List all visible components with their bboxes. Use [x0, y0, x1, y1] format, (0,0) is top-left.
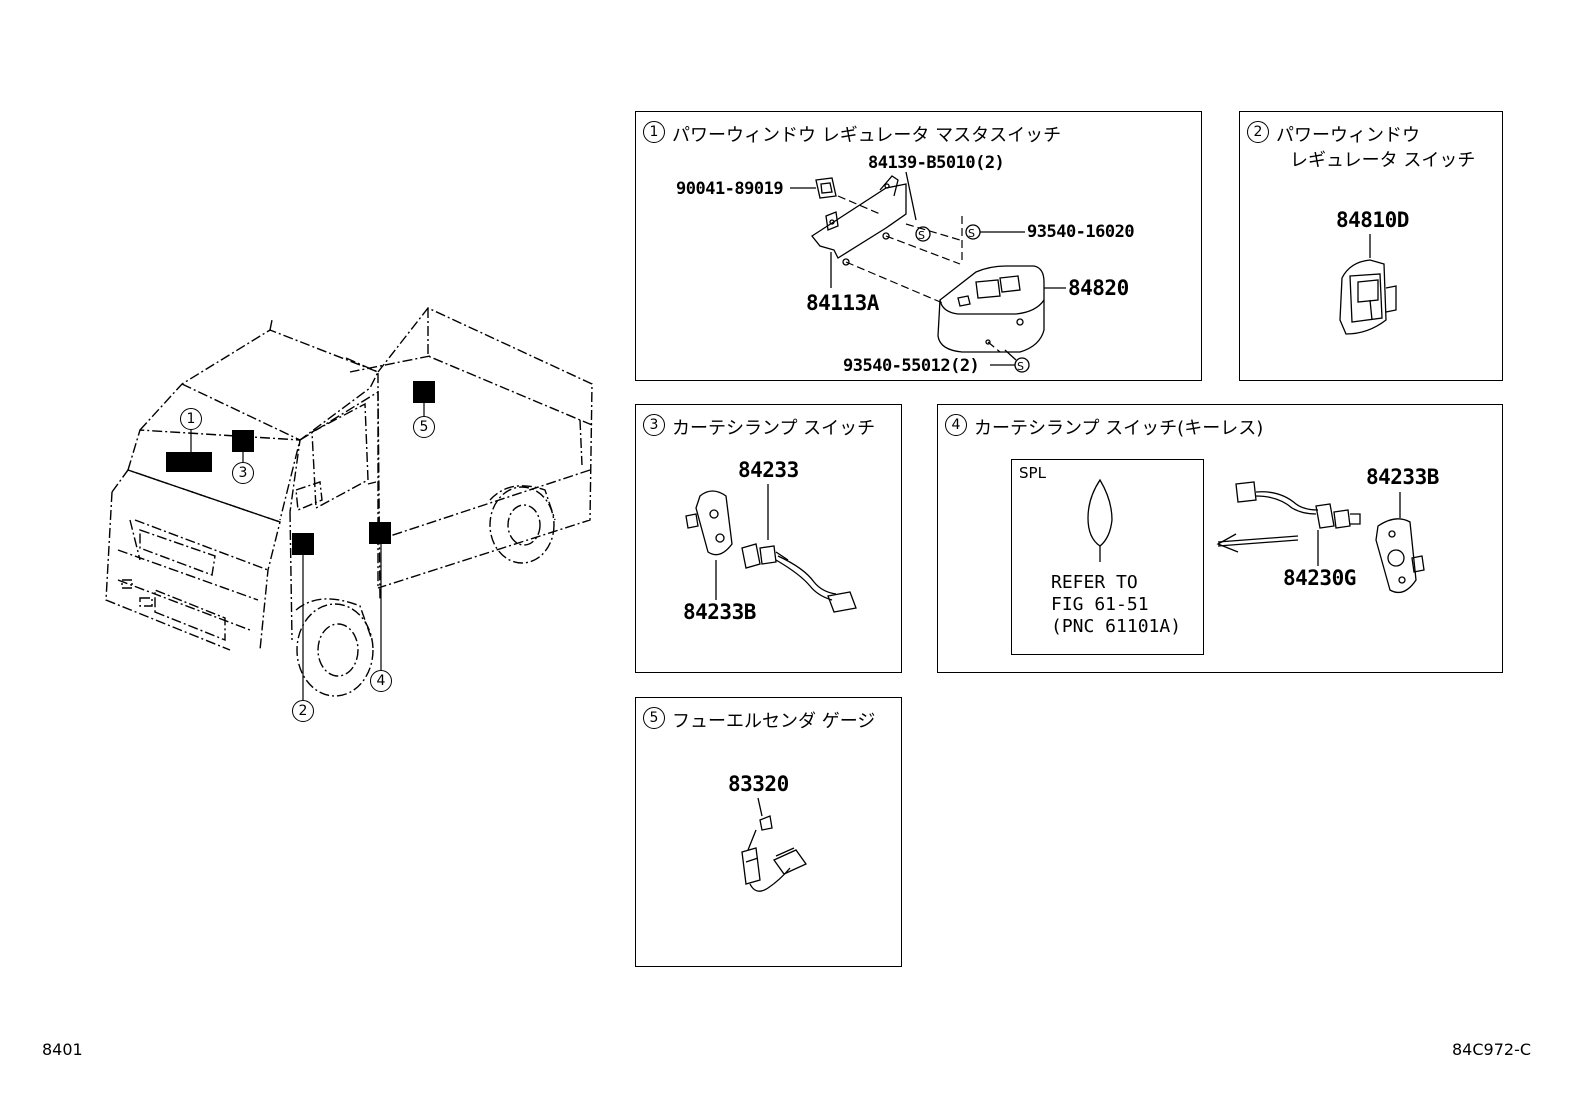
part-84233: 84233	[738, 458, 799, 482]
part-93540-55012: 93540-55012(2)	[843, 356, 980, 376]
panel-master-switch	[635, 111, 1202, 381]
callout-2: 2	[292, 700, 314, 722]
part-93540-16020: 93540-16020	[1027, 222, 1135, 242]
spl-label: SPL	[1019, 464, 1046, 482]
marker-4	[369, 522, 391, 544]
callout-3: 3	[232, 462, 254, 484]
marker-5	[413, 381, 435, 403]
part-84113A: 84113A	[806, 291, 879, 315]
panel-2-title: パワーウィンドウ	[1276, 125, 1420, 146]
panel-3-title: カーテシランプ スイッチ	[672, 418, 876, 439]
panel-5-number: 5	[643, 707, 665, 729]
panel-2-number: 2	[1247, 121, 1269, 143]
callout-5: 5	[413, 416, 435, 438]
marker-1	[166, 452, 212, 472]
part-84139-B5010: 84139-B5010(2)	[868, 153, 1005, 173]
refer-line-2: FIG 61-51	[1051, 594, 1149, 615]
marker-2	[292, 533, 314, 555]
page-code-right: 84C972-C	[1452, 1040, 1532, 1059]
callout-1: 1	[180, 408, 202, 430]
refer-line-1: REFER TO	[1051, 572, 1138, 593]
spl-box	[1011, 459, 1204, 655]
part-84810D: 84810D	[1336, 208, 1409, 232]
panel-1-title: パワーウィンドウ レギュレータ マスタスイッチ	[672, 125, 1062, 146]
panel-regulator-switch	[1239, 111, 1503, 381]
screw-symbol: S	[918, 229, 925, 242]
panel-5-title: フューエルセンダ ゲージ	[672, 711, 876, 732]
part-84820: 84820	[1068, 276, 1129, 300]
panel-4-number: 4	[945, 414, 967, 436]
panel-2-title-line2: レギュレータ スイッチ	[1290, 150, 1476, 171]
part-84230G: 84230G	[1283, 566, 1356, 590]
page-code-left: 8401	[42, 1040, 83, 1059]
part-84233B: 84233B	[683, 600, 756, 624]
marker-3	[232, 430, 254, 452]
part-84233B-keyless: 84233B	[1366, 465, 1439, 489]
refer-line-3: (PNC 61101A)	[1051, 616, 1182, 637]
panel-4-title: カーテシランプ スイッチ(キーレス)	[974, 418, 1264, 439]
panel-1-number: 1	[643, 121, 665, 143]
part-83320: 83320	[728, 772, 789, 796]
callout-4: 4	[370, 670, 392, 692]
panel-3-number: 3	[643, 414, 665, 436]
screw-symbol: S	[968, 227, 975, 240]
panel-fuel-sender	[635, 697, 902, 967]
screw-symbol: S	[1017, 360, 1024, 373]
part-90041-89019: 90041-89019	[676, 179, 784, 199]
